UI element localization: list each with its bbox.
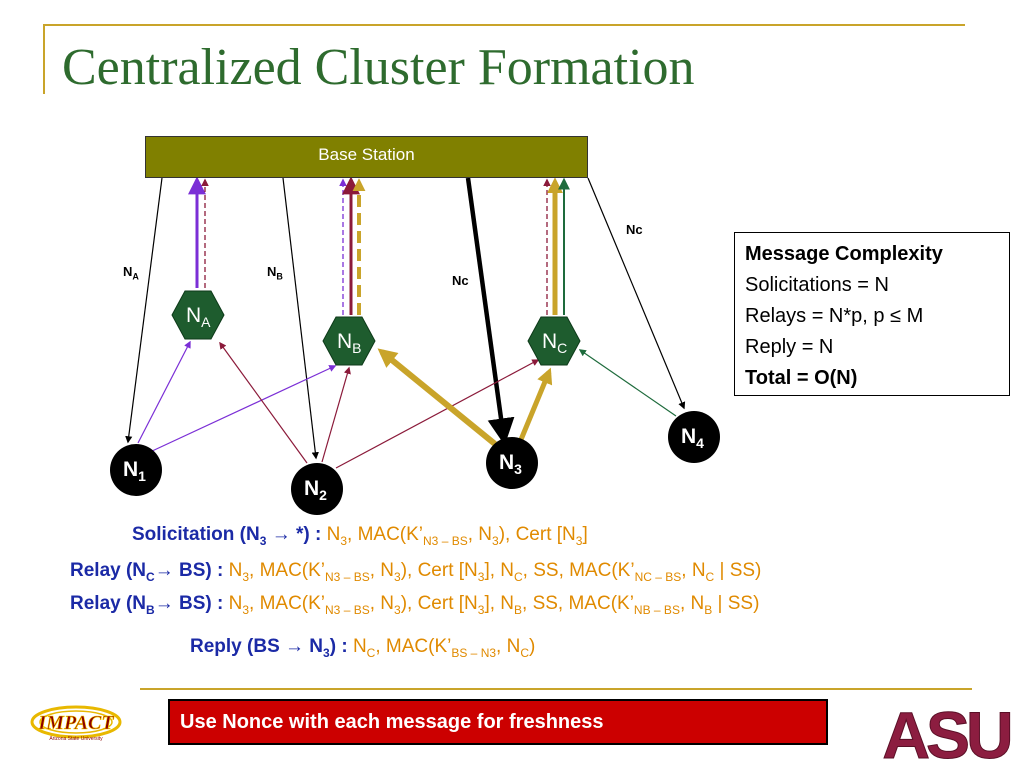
link-bs-to-n3 <box>465 177 515 446</box>
link-n2-to-nc <box>335 359 540 469</box>
link-label-nc-mid: Nc <box>452 273 469 288</box>
node-label-nb: NB <box>337 330 362 357</box>
asu-logo: ASU <box>882 698 1015 764</box>
cluster-head-nc-hexagon <box>527 316 581 366</box>
link-n3-to-nc-gold <box>517 367 553 443</box>
node-label-na: NA <box>186 304 211 331</box>
node-label-n1: N1 <box>123 458 146 485</box>
node-label-nc: NC <box>542 330 568 357</box>
link-n2-to-na <box>219 341 308 464</box>
link-bs-to-n4 <box>587 177 686 410</box>
cluster-head-nb-hexagon <box>322 316 376 366</box>
message-relay-nc: Relay (NC→ BS) : N3, MAC(K’N3 – BS, N3),… <box>70 560 762 584</box>
frame-top-rule <box>43 24 965 26</box>
link-n1-to-nb <box>149 365 337 453</box>
link-n1-to-na <box>137 340 191 444</box>
link-label-nb: NB <box>267 264 283 282</box>
svg-text:ASU: ASU <box>882 698 1010 764</box>
node-label-n2: N2 <box>304 477 327 504</box>
complexity-relays: Relays = N*p, p ≤ M <box>745 305 924 327</box>
cluster-head-na-hexagon <box>171 290 225 340</box>
node-label-n3: N3 <box>499 451 522 478</box>
svg-text:Arizona State University: Arizona State University <box>49 736 103 742</box>
node-n2-circle <box>291 463 343 515</box>
link-n3-to-nb-gold <box>377 348 497 447</box>
node-n3-circle <box>486 437 538 489</box>
complexity-reply: Reply = N <box>745 336 834 358</box>
nonce-notice-box: Use Nonce with each message for freshnes… <box>168 699 828 745</box>
link-bs-to-n1 <box>125 177 163 444</box>
impact-logo: IMPACT Arizona State University <box>30 705 122 742</box>
slide-title: Centralized Cluster Formation <box>62 39 695 96</box>
link-label-nc-right: Nc <box>626 222 643 237</box>
link-n4-to-nc-green <box>578 349 677 417</box>
frame-left-rule <box>43 24 45 94</box>
message-solicitation: Solicitation (N3 → *) : N3, MAC(K’N3 – B… <box>132 524 588 548</box>
node-label-n4: N4 <box>681 425 704 452</box>
message-relay-nb: Relay (NB→ BS) : N3, MAC(K’N3 – BS, N3),… <box>70 593 760 617</box>
message-reply: Reply (BS → N3) : NC, MAC(K’BS – N3, NC) <box>190 636 536 660</box>
link-bs-to-n2 <box>282 177 319 460</box>
link-n2-to-nb <box>321 366 351 463</box>
base-station-box: Base Station <box>145 136 588 178</box>
node-n4-circle <box>668 411 720 463</box>
complexity-solicitations: Solicitations = N <box>745 274 889 296</box>
svg-text:IMPACT: IMPACT <box>37 712 114 734</box>
node-n1-circle <box>110 444 162 496</box>
footer-rule <box>140 688 972 690</box>
message-complexity-box: Message Complexity Solicitations = N Rel… <box>734 232 1010 396</box>
link-label-na: NA <box>123 264 139 282</box>
complexity-total: Total = O(N) <box>745 367 858 389</box>
complexity-heading: Message Complexity <box>745 243 943 265</box>
